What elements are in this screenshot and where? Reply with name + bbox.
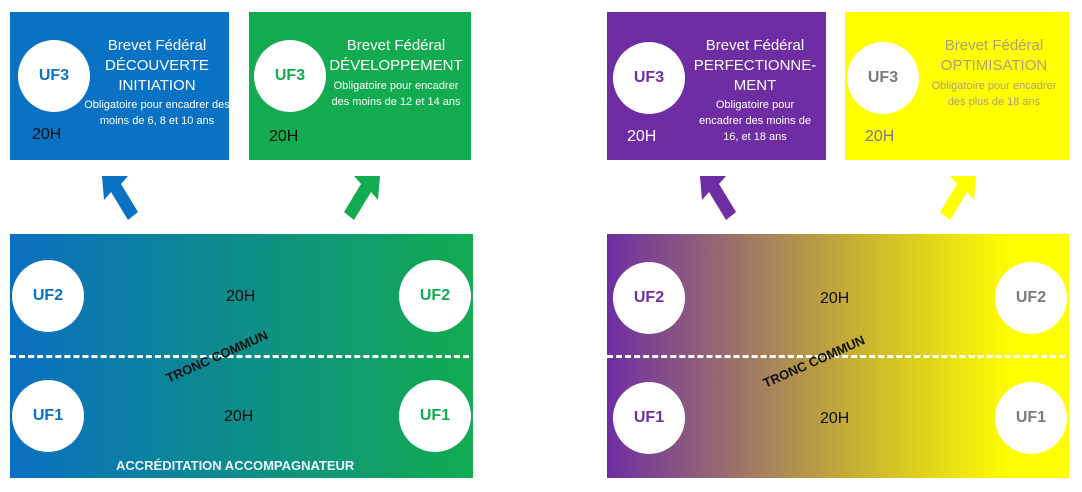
uf3-label: UF3 [275, 67, 305, 85]
uf2-circle-right: UF2 [995, 262, 1067, 334]
uf3-circle: UF3 [254, 40, 326, 112]
brevet-name: DÉVELOPPEMENT [325, 56, 467, 76]
hours-uf2: 20H [226, 288, 255, 306]
uf1-circle-left: UF1 [613, 382, 685, 454]
hours-label: 20H [32, 126, 61, 144]
uf3-circle: UF3 [847, 42, 919, 114]
brevet-box-perfectionnement: UF3 20H Brevet Fédéral PERFECTIONNE-MENT… [607, 12, 826, 160]
brevet-title: Brevet Fédéral [929, 36, 1059, 56]
divider-dashed-line [10, 355, 469, 358]
hours-label: 20H [865, 128, 894, 146]
uf3-label: UF3 [868, 69, 898, 87]
arrow-up-right-icon [338, 170, 386, 224]
accreditation-label: ACCRÉDITATION ACCOMPAGNATEUR [116, 458, 354, 473]
uf1-circle-left: UF1 [12, 380, 84, 452]
brevet-title: Brevet Fédéral [325, 36, 467, 56]
uf1-label: UF1 [1016, 409, 1046, 427]
arrow-shape [700, 176, 736, 220]
hours-label: 20H [627, 128, 656, 146]
uf1-label: UF1 [420, 407, 450, 425]
uf2-circle-left: UF2 [613, 262, 685, 334]
brevet-text: Brevet Fédéral OPTIMISATION Obligatoire … [929, 36, 1059, 110]
uf2-label: UF2 [634, 289, 664, 307]
brevet-description: Obligatoire pour encadrer des moins de 1… [325, 79, 467, 111]
uf3-circle: UF3 [18, 40, 90, 112]
arrow-shape [102, 176, 138, 220]
arrow-up-left-icon [694, 170, 742, 224]
hours-uf1: 20H [224, 408, 253, 426]
uf2-circle-right: UF2 [399, 260, 471, 332]
uf2-label: UF2 [33, 287, 63, 305]
brevet-name: OPTIMISATION [929, 56, 1059, 76]
brevet-title: Brevet Fédéral [693, 36, 817, 56]
brevet-description: Obligatoire pour encadrer des plus de 18… [929, 79, 1059, 111]
brevet-text: Brevet Fédéral DÉCOUVERTE INITIATION Obl… [82, 36, 232, 130]
brevet-description: Obligatoire pour encadrer des moins de 6… [82, 98, 232, 130]
brevet-description: Obligatoire pour encadrer des moins de 1… [693, 98, 817, 146]
tronc-commun-panel-right: UF2 UF2 20H TRONC COMMUN UF1 UF1 20H [607, 234, 1069, 478]
tronc-commun-panel-left: UF2 UF2 20H TRONC COMMUN UF1 UF1 20H ACC… [10, 234, 473, 478]
hours-uf1: 20H [820, 410, 849, 428]
brevet-title: Brevet Fédéral [82, 36, 232, 56]
hours-label: 20H [269, 128, 298, 146]
brevet-name: DÉCOUVERTE INITIATION [82, 56, 232, 96]
uf2-label: UF2 [420, 287, 450, 305]
uf2-label: UF2 [1016, 289, 1046, 307]
uf3-label: UF3 [39, 67, 69, 85]
uf3-label: UF3 [634, 69, 664, 87]
uf1-circle-right: UF1 [995, 382, 1067, 454]
brevet-box-decouverte: UF3 20H Brevet Fédéral DÉCOUVERTE INITIA… [10, 12, 229, 160]
uf1-circle-right: UF1 [399, 380, 471, 452]
hours-uf2: 20H [820, 290, 849, 308]
uf1-label: UF1 [634, 409, 664, 427]
brevet-text: Brevet Fédéral PERFECTIONNE-MENT Obligat… [693, 36, 817, 146]
brevet-name: PERFECTIONNE-MENT [693, 56, 817, 96]
uf1-label: UF1 [33, 407, 63, 425]
uf2-circle-left: UF2 [12, 260, 84, 332]
brevet-box-developpement: UF3 20H Brevet Fédéral DÉVELOPPEMENT Obl… [249, 12, 471, 160]
brevet-text: Brevet Fédéral DÉVELOPPEMENT Obligatoire… [325, 36, 467, 110]
arrow-shape [344, 176, 380, 220]
uf3-circle: UF3 [613, 42, 685, 114]
tronc-commun-label: TRONC COMMUN [761, 332, 867, 390]
brevet-box-optimisation: UF3 20H Brevet Fédéral OPTIMISATION Obli… [845, 12, 1069, 160]
arrow-shape [940, 176, 976, 220]
arrow-up-left-icon [96, 170, 144, 224]
arrow-up-right-icon [934, 170, 982, 224]
